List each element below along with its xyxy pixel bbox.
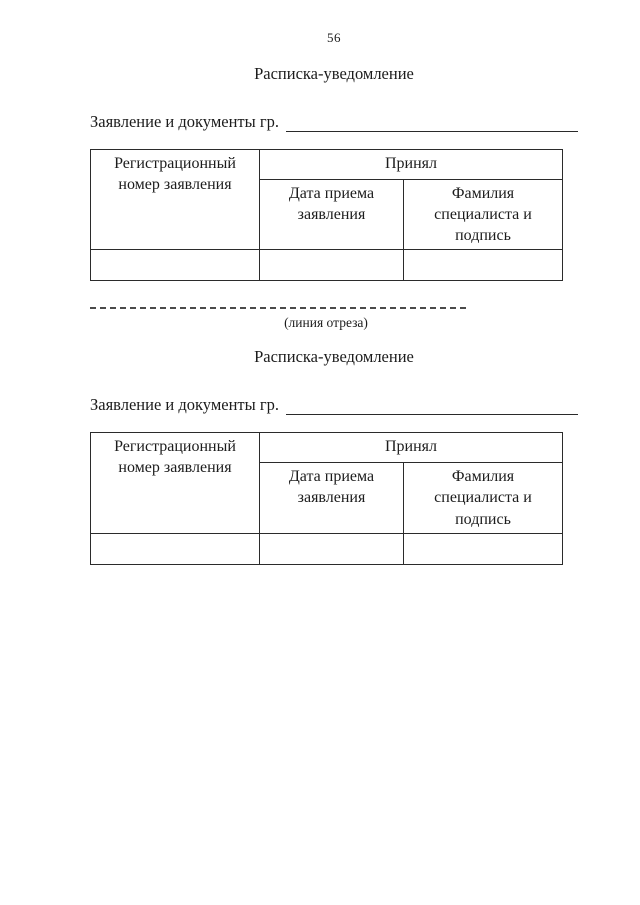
date-value-cell bbox=[259, 249, 404, 282]
regnum-value-cell bbox=[90, 249, 260, 282]
table-row bbox=[90, 249, 563, 282]
receipt-section-top: Расписка-уведомление Заявление и докумен… bbox=[90, 64, 578, 282]
page-number: 56 bbox=[327, 30, 341, 45]
applicant-field-row: Заявление и документы гр. bbox=[90, 393, 578, 416]
table-row bbox=[90, 532, 563, 565]
date-subheader-cell: Дата приема заявления bbox=[259, 462, 404, 534]
applicant-field-label: Заявление и документы гр. bbox=[90, 395, 279, 415]
table-header-row: Регистрационный номер заявления Принял bbox=[90, 432, 563, 534]
accepted-group-header-cell: Принял bbox=[259, 149, 563, 180]
table-subheader-row: Дата приема заявления Фамилия специалист… bbox=[91, 178, 563, 251]
date-subheader-cell: Дата приема заявления bbox=[259, 178, 404, 251]
accepted-group-header-cell: Принял bbox=[259, 432, 563, 464]
applicant-field-label: Заявление и документы гр. bbox=[90, 112, 279, 131]
section-title: Расписка-уведомление bbox=[254, 347, 414, 367]
table-header-row: Регистрационный номер заявления Принял bbox=[90, 148, 563, 251]
receipt-table: Регистрационный номер заявления Принял Д… bbox=[90, 432, 563, 565]
cut-line-label: (линия отреза) bbox=[284, 315, 368, 331]
receipt-table: Регистрационный номер заявления Принял Д… bbox=[90, 148, 563, 282]
section-title: Расписка-уведомление bbox=[254, 64, 414, 83]
cut-line-block: (линия отреза) bbox=[90, 307, 578, 331]
regnum-header-cell: Регистрационный номер заявления bbox=[90, 432, 260, 534]
cut-line bbox=[90, 307, 466, 310]
specialist-subheader-cell: Фамилия специалиста и подпись bbox=[403, 178, 563, 251]
date-value-cell bbox=[259, 532, 404, 565]
table-subheader-row: Дата приема заявления Фамилия специалист… bbox=[91, 462, 563, 534]
regnum-header-cell: Регистрационный номер заявления bbox=[90, 148, 260, 251]
specialist-value-cell bbox=[403, 249, 563, 282]
specialist-subheader-cell: Фамилия специалиста и подпись bbox=[403, 462, 563, 534]
applicant-field-underline bbox=[286, 113, 578, 132]
specialist-value-cell bbox=[403, 532, 563, 565]
regnum-value-cell bbox=[90, 532, 260, 565]
receipt-section-bottom: Расписка-уведомление Заявление и докумен… bbox=[90, 347, 578, 565]
applicant-field-row: Заявление и документы гр. bbox=[90, 110, 578, 132]
applicant-field-underline bbox=[286, 396, 578, 416]
